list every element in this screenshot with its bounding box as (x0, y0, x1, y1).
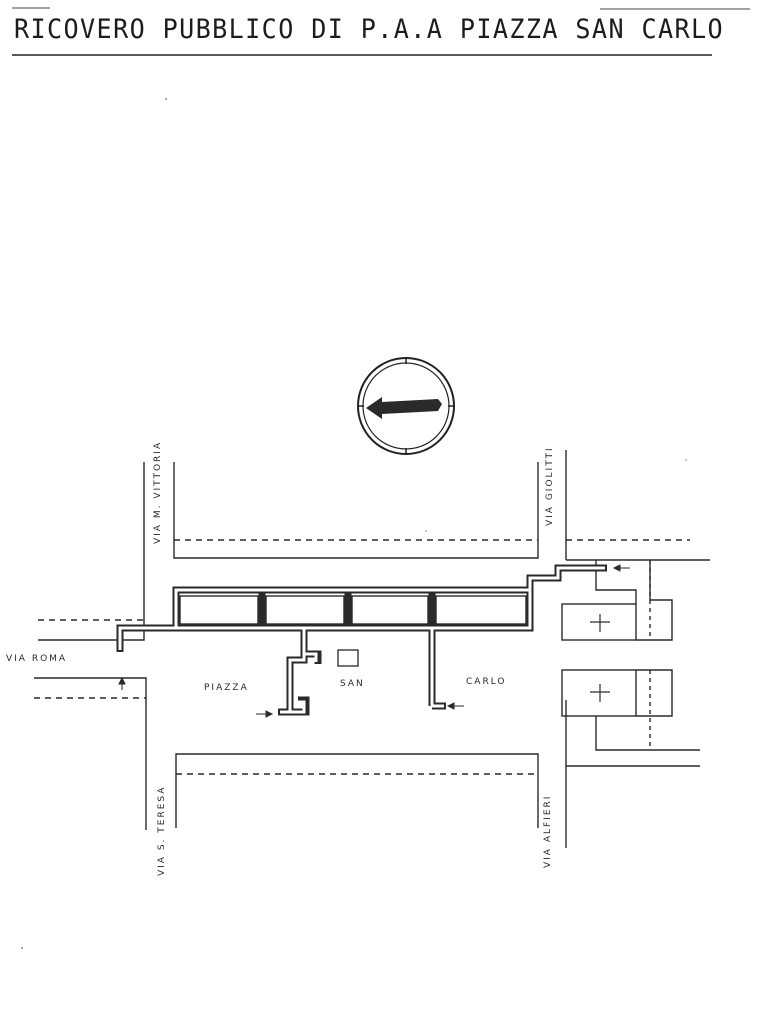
shelter-tunnels (116, 564, 607, 716)
square-label-piazza: PIAZZA (204, 683, 249, 693)
paper-speckles (21, 98, 687, 949)
street-label-via-giolitti: VIA GIOLITTI (545, 446, 555, 526)
street-label-via-s-teresa: VIA S. TERESA (157, 785, 167, 876)
entrance-arrow-icon (118, 564, 630, 718)
compass-rose-icon (357, 357, 455, 455)
square-label-carlo: CARLO (466, 677, 507, 687)
east-building (561, 603, 637, 641)
street-label-via-alfieri: VIA ALFIERI (543, 794, 553, 868)
church-cross-icon (590, 614, 610, 702)
ventilation-shaft (337, 649, 359, 667)
street-edges (34, 450, 710, 848)
map-title: RICOVERO PUBBLICO DI P.A.A PIAZZA SAN CA… (14, 14, 725, 45)
east-building (561, 669, 637, 717)
street-label-via-roma: VIA ROMA (6, 654, 68, 664)
street-label-via-m-vittoria: VIA M. VITTORIA (153, 440, 163, 544)
square-label-san: SAN (340, 679, 365, 689)
